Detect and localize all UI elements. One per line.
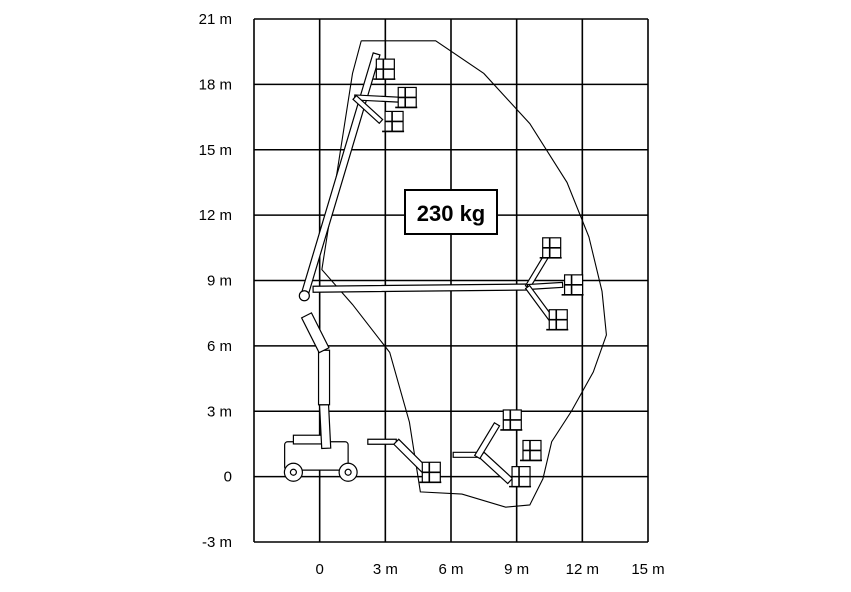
platform-basket <box>382 110 405 133</box>
y-tick-label: -3 m <box>202 534 232 551</box>
jib-raised <box>473 421 501 460</box>
y-tick-label: 15 m <box>199 142 232 159</box>
platform-basket <box>500 409 523 431</box>
platform-basket <box>539 237 562 259</box>
jib-top-down <box>352 94 384 125</box>
load-label-box <box>404 189 498 235</box>
wheel-hub <box>344 468 352 476</box>
platforms <box>373 58 584 488</box>
axis-ticks: 21 m 18 m 15 m 12 m 9 m 6 m 3 m 0 -3 m 0 3 m 6 m 9 m… <box>199 11 665 578</box>
boom-pivot <box>298 290 310 302</box>
lower-boom-base <box>318 403 332 450</box>
platform-basket <box>395 86 418 109</box>
load-label: 230 kg <box>404 189 498 235</box>
lower-boom-top <box>300 312 330 354</box>
y-tick-label: 21 m <box>199 11 232 28</box>
x-tick-label: 3 m <box>373 561 398 578</box>
y-tick-label: 3 m <box>207 403 232 420</box>
main-boom-horizontal <box>312 283 529 293</box>
main-boom-lowered <box>367 438 397 445</box>
y-tick-label: 6 m <box>207 338 232 355</box>
machine-drawing <box>283 52 564 485</box>
x-tick-label: 12 m <box>566 561 599 578</box>
wheel-hub <box>289 468 297 476</box>
y-tick-label: 9 m <box>207 273 232 290</box>
y-tick-label: 18 m <box>199 76 232 93</box>
x-tick-label: 9 m <box>504 561 529 578</box>
y-tick-label: 12 m <box>199 207 232 224</box>
jib-lowered-2 <box>478 451 514 485</box>
jib-level <box>526 281 564 291</box>
platform-basket <box>373 58 396 80</box>
load-label-text: 230 kg <box>417 201 486 226</box>
main-boom-elevated <box>300 52 381 298</box>
platform-basket <box>546 309 569 331</box>
envelope-outline <box>321 40 607 508</box>
working-envelope <box>321 40 607 508</box>
x-tick-label: 15 m <box>631 561 664 578</box>
x-tick-label: 0 <box>315 561 323 578</box>
platform-basket <box>509 466 532 488</box>
lower-boom-mid <box>317 349 331 406</box>
y-tick-label: 0 <box>224 469 232 486</box>
platform-basket <box>519 439 542 462</box>
x-tick-label: 6 m <box>438 561 463 578</box>
platform-basket <box>419 461 442 484</box>
platform-basket <box>561 274 584 296</box>
